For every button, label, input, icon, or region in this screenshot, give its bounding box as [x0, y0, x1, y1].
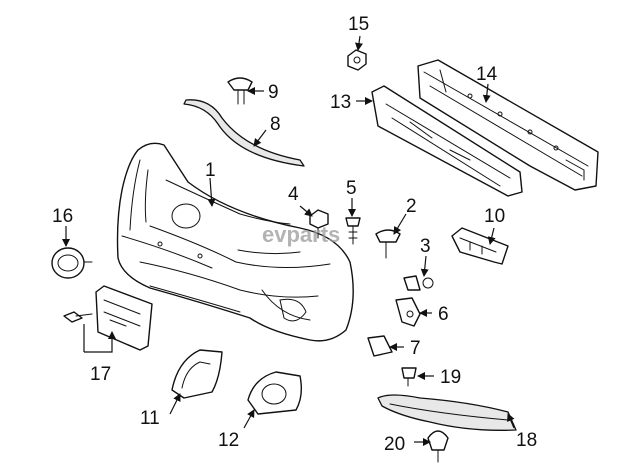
callout-17: 17 — [90, 364, 111, 385]
leader-15 — [355, 35, 363, 51]
clip-2 — [375, 229, 401, 259]
watermark: evparts — [262, 222, 340, 247]
leader-18 — [507, 413, 515, 429]
screw-5 — [345, 217, 361, 245]
callout-18: 18 — [516, 430, 537, 451]
callout-13: 13 — [330, 92, 351, 113]
energy-absorber — [371, 85, 523, 197]
lower-spoiler — [377, 394, 517, 431]
side-bracket — [451, 227, 509, 265]
callout-4: 4 — [288, 184, 299, 205]
callout-14: 14 — [476, 64, 498, 85]
callout-15: 15 — [348, 14, 369, 35]
callout-1: 1 — [205, 160, 216, 181]
callout-16: 16 — [52, 206, 73, 227]
callout-19: 19 — [440, 367, 461, 388]
clip-20 — [427, 430, 449, 463]
leader-11 — [169, 393, 181, 415]
callout-7: 7 — [410, 338, 421, 359]
clip-7 — [367, 335, 393, 357]
leader-10 — [487, 227, 496, 245]
upper-retainer-strip — [183, 99, 305, 167]
callout-6: 6 — [438, 304, 449, 325]
callout-12: 12 — [218, 430, 239, 451]
leader-8 — [253, 129, 267, 147]
fog-lamp-cover-left — [171, 349, 223, 399]
callout-10: 10 — [484, 206, 505, 227]
screw-3 — [403, 275, 434, 291]
leader-14 — [482, 83, 491, 103]
callout-8: 8 — [270, 114, 281, 135]
emblem — [51, 247, 93, 279]
callout-2: 2 — [406, 196, 417, 217]
retainer-6 — [395, 297, 421, 327]
leader-4 — [299, 205, 313, 217]
callout-labels: 1 2 3 4 5 6 7 8 9 10 11 12 13 14 15 16 1… — [52, 14, 537, 455]
reinforcement-beam — [417, 59, 599, 191]
callout-3: 3 — [420, 236, 431, 257]
callout-lines — [62, 35, 515, 446]
leader-3 — [420, 255, 429, 277]
bumper-cover — [116, 142, 354, 342]
callout-11: 11 — [140, 408, 160, 429]
bracket-bolt — [63, 311, 93, 323]
fog-lamp-cover-right — [247, 371, 303, 415]
leader-2 — [393, 213, 407, 235]
bolt-4 — [309, 209, 329, 239]
leader-12 — [243, 409, 255, 429]
callout-20: 20 — [384, 434, 405, 455]
nut-15 — [347, 49, 367, 71]
license-plate-bracket — [95, 285, 153, 351]
callout-5: 5 — [346, 178, 357, 199]
leader-1 — [207, 177, 216, 207]
callout-9: 9 — [268, 82, 279, 103]
clip-19 — [401, 367, 417, 387]
leader-17 — [83, 324, 112, 353]
